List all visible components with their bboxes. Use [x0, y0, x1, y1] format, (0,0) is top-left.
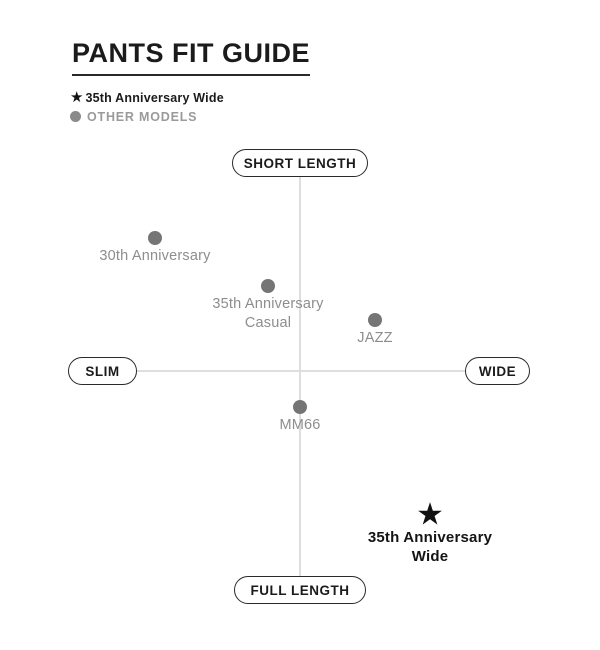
vertical-axis-line — [299, 176, 301, 577]
horizontal-axis-line — [137, 370, 465, 372]
point-label: MM66 — [279, 417, 321, 433]
axis-label-short-length: SHORT LENGTH — [232, 149, 368, 177]
axis-label-slim: SLIM — [68, 357, 137, 385]
star-marker-icon: ★ — [416, 496, 444, 532]
dot-marker-icon — [293, 400, 307, 414]
point-label: JAZZ — [357, 330, 393, 346]
dot-marker-icon — [261, 279, 275, 293]
dot-marker-icon — [148, 231, 162, 245]
axis-label-wide: WIDE — [465, 357, 530, 385]
page-title: PANTS FIT GUIDE — [72, 38, 311, 76]
legend-item-featured: ★ 35th Anniversary Wide — [70, 89, 224, 106]
point-label: 30th Anniversary — [99, 248, 211, 264]
dot-marker-icon — [368, 313, 382, 327]
star-icon: ★ — [70, 89, 84, 106]
dot-icon — [70, 111, 81, 122]
axis-label-full-length: FULL LENGTH — [234, 576, 366, 604]
legend-item-others: OTHER MODELS — [70, 108, 224, 125]
legend: ★ 35th Anniversary Wide OTHER MODELS — [70, 89, 224, 127]
legend-label: 35th Anniversary Wide — [85, 90, 224, 105]
legend-label: OTHER MODELS — [87, 109, 198, 124]
